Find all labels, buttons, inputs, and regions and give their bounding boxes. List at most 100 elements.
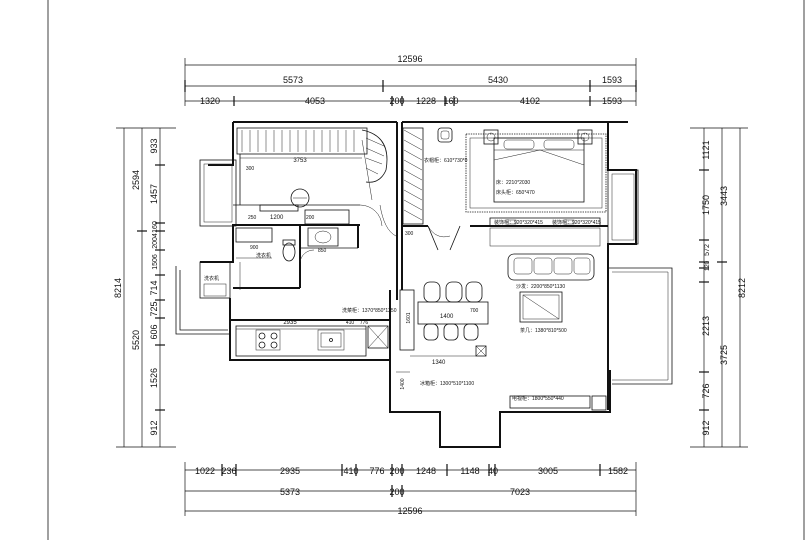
center-wardrobe: 300 xyxy=(379,127,461,251)
bedroom-rug xyxy=(465,133,607,213)
top-dim-160: 160 xyxy=(443,96,458,106)
tea-table-label: 茶几：1380*810*500 xyxy=(520,327,567,334)
left-dim-725: 725 xyxy=(149,301,159,316)
right-dim-120: 120 xyxy=(705,260,711,271)
bottom-dim-200: 200 xyxy=(389,466,404,476)
bottom-dim-776: 776 xyxy=(369,466,384,476)
dressing-stool xyxy=(290,188,310,208)
bed-label: 床：2210*2030 xyxy=(496,179,530,186)
top-dim-1593a: 1593 xyxy=(602,75,622,85)
wardrobe-chair xyxy=(437,127,453,143)
bottom-dim-410: 410 xyxy=(343,466,358,476)
bedroom: 衣帽柜：610*730*0 床：2210*2030 床头柜：650*470 装饰… xyxy=(424,127,607,247)
top-dim-1593b: 1593 xyxy=(602,96,622,106)
left-dim-2004: 2004 xyxy=(152,233,159,249)
left-total-dim: 8214 xyxy=(113,278,123,298)
tv-cabinet xyxy=(509,395,591,409)
bedroom-cabinets xyxy=(489,217,601,227)
kitchen-410-dim: 410 xyxy=(346,320,355,326)
dining-1340-dim: 1340 xyxy=(432,360,446,366)
bottom-dim-7023: 7023 xyxy=(510,487,530,497)
left-dim-5520: 5520 xyxy=(131,330,141,350)
bottom-dim-236: 236 xyxy=(221,466,236,476)
washer-label: 洗衣机 xyxy=(204,275,219,282)
bath-850-dim: 850 xyxy=(318,248,327,254)
stove-icon xyxy=(255,329,281,351)
right-dim-3443: 3443 xyxy=(719,186,729,206)
bottom-dim-1248: 1248 xyxy=(416,466,436,476)
left-dim-1457: 1457 xyxy=(149,184,159,204)
fridge-label: 冰箱柜：1300*510*1100 xyxy=(420,380,474,387)
bottom-dim-2935: 2935 xyxy=(280,466,300,476)
top-dim-5430: 5430 xyxy=(488,75,508,85)
double-bed xyxy=(493,137,585,203)
closet-250-dim: 250 xyxy=(248,215,257,221)
closet-width-dim: 3753 xyxy=(293,158,307,164)
left-dim-933: 933 xyxy=(149,138,159,153)
top-dim-4053: 4053 xyxy=(305,96,325,106)
dining-1601-dim: 1601 xyxy=(406,312,412,323)
wash-basin xyxy=(307,227,339,247)
right-dim-1121: 1121 xyxy=(701,140,711,159)
bottom-dim-1022: 1022 xyxy=(195,466,215,476)
closet-300-dim: 300 xyxy=(246,166,255,172)
toilet xyxy=(282,242,296,262)
bottom-dim-3005: 3005 xyxy=(538,466,558,476)
wardrobe-300-dim: 300 xyxy=(405,231,414,237)
right-dim-1750: 1750 xyxy=(701,195,711,215)
bedside-table-left xyxy=(483,129,499,145)
right-dim-572: 572 xyxy=(704,244,711,256)
bedroom-door-arc xyxy=(427,225,451,238)
bottom-dim-200b: 200 xyxy=(389,487,404,497)
bottom-dim-5373: 5373 xyxy=(280,487,300,497)
bottom-total-dim: 12596 xyxy=(397,506,422,516)
left-dim-2594: 2594 xyxy=(131,170,141,190)
bedside-label: 床头柜：650*470 xyxy=(496,189,535,196)
kitchen-counter-label: 洗菜柜：1370*850*1250 xyxy=(342,307,397,314)
bottom-dim-1148: 1148 xyxy=(460,466,479,476)
walls xyxy=(175,121,673,448)
right-dim-2213: 2213 xyxy=(701,316,711,336)
walk-in-closet: 3753 300 250 1200 200 xyxy=(236,127,388,227)
top-total-dim: 12596 xyxy=(397,54,422,64)
top-dim-200: 200 xyxy=(389,96,404,106)
living-room: 沙发：2200*850*1130 茶几：1380*810*500 电视柜：180… xyxy=(507,253,595,409)
sofa-label: 沙发：2200*850*1130 xyxy=(516,283,565,290)
bathroom: 900 850 洗衣机 洗衣机 xyxy=(203,227,339,297)
cabinet-left-label: 装饰柜：920*320*415 xyxy=(494,219,543,226)
kitchen-sink-icon xyxy=(317,329,345,351)
kitchen-cabinet xyxy=(367,325,389,349)
corner-stair xyxy=(361,129,388,183)
dining-chairs-bottom xyxy=(423,323,479,341)
sofa xyxy=(507,253,595,281)
washer-box xyxy=(199,261,231,299)
hall-1400-dim: 1400 xyxy=(400,378,406,389)
left-dim-1506: 1506 xyxy=(152,254,159,270)
fridge-cabinet xyxy=(399,289,415,351)
bottom-dim-40: 40 xyxy=(488,466,498,476)
kitchen-776-dim: 776 xyxy=(360,320,369,326)
kitchen-2935-dim: 2935 xyxy=(283,320,297,326)
right-dim-726: 726 xyxy=(701,383,711,398)
bottom-dimensions: 1022 236 2935 410 776 200 1248 1148 40 3… xyxy=(184,462,637,516)
dining-chairs-top xyxy=(423,281,483,303)
tea-table xyxy=(519,291,563,323)
bath-small-label: 洗衣机 xyxy=(256,252,271,259)
dining-area: 1400 700 1340 1601 1400 冰箱柜：1300*510*110… xyxy=(396,281,489,390)
bedside-table-right xyxy=(577,129,593,145)
top-dim-4102: 4102 xyxy=(520,96,540,106)
kitchen: 2935 410 776 洗菜柜：1370*850*1250 xyxy=(235,307,397,357)
top-dimensions: 12596 5573 5430 1593 1320 4053 200 1228 … xyxy=(184,54,637,106)
left-dim-160: 160 xyxy=(152,221,159,233)
bath-900-dim: 900 xyxy=(250,245,259,251)
closet-hangers xyxy=(241,130,355,152)
left-dim-606: 606 xyxy=(149,324,159,339)
right-total-dim: 8212 xyxy=(737,278,747,298)
top-dim-1320: 1320 xyxy=(200,96,220,106)
dining-1400-dim: 1400 xyxy=(440,314,454,320)
top-dim-1228: 1228 xyxy=(416,96,436,106)
left-dim-714: 714 xyxy=(149,280,159,295)
wardrobe-label: 衣帽柜：610*730*0 xyxy=(424,157,468,164)
closet-small-dim: 200 xyxy=(306,215,315,221)
